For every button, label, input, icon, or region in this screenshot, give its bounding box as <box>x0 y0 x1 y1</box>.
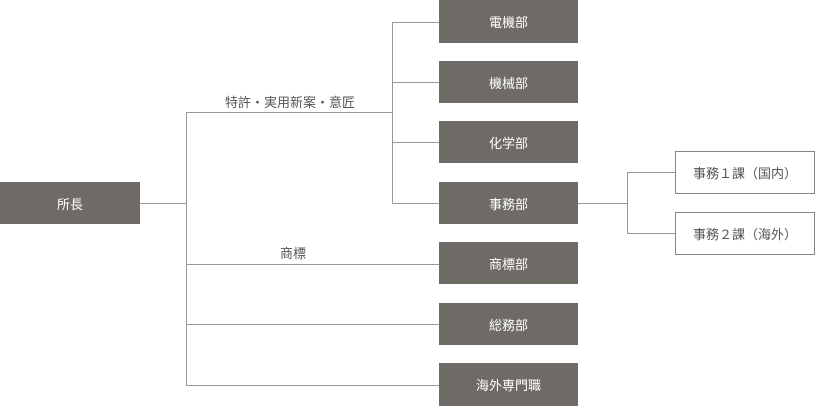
dept-administration: 事務部 <box>439 182 578 224</box>
dept-trademark: 商標部 <box>439 242 578 284</box>
section-domestic: 事務１課（国内） <box>675 151 815 194</box>
dept-overseas-specialist: 海外専門職 <box>439 363 578 406</box>
section-overseas: 事務２課（海外） <box>675 212 815 255</box>
head-box: 所長 <box>0 182 140 224</box>
dept-mechanical: 機械部 <box>439 61 578 103</box>
dept-chemical: 化学部 <box>439 121 578 163</box>
dept-general-affairs: 総務部 <box>439 303 578 345</box>
group-label-trademark: 商標 <box>279 247 307 262</box>
dept-electrical: 電機部 <box>439 0 578 43</box>
group-label-patent: 特許・実用新案・意匠 <box>224 96 356 111</box>
